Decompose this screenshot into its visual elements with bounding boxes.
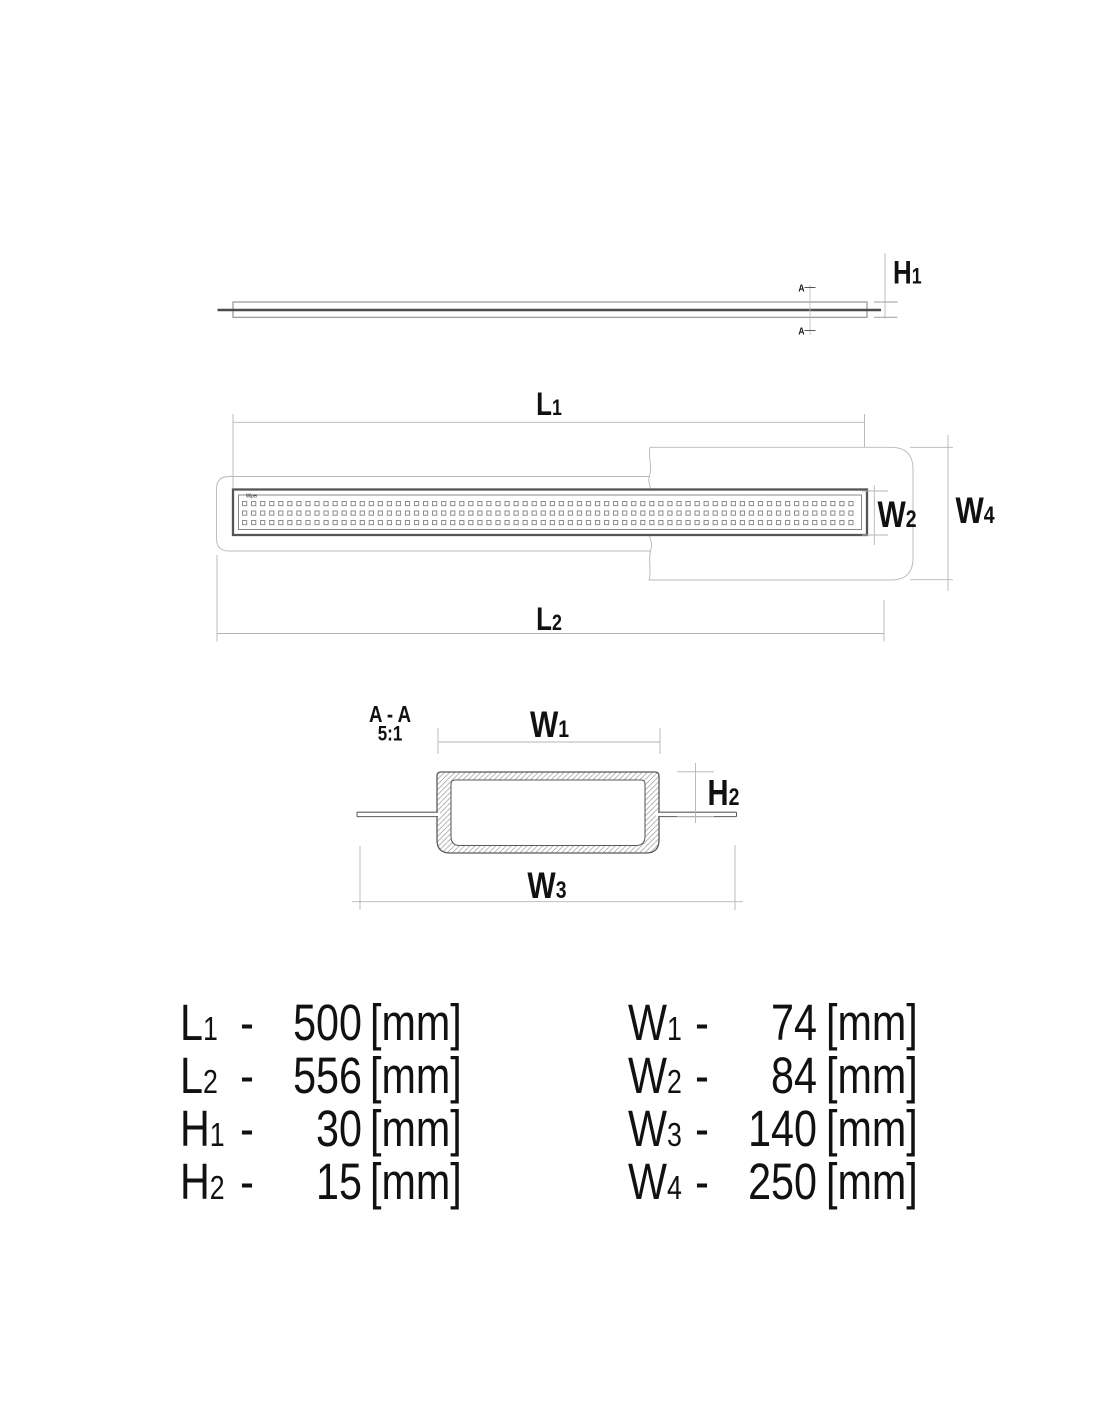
section-scale: 5:1 [378,723,403,746]
side-view [217,253,898,335]
w3-label: W3 [527,866,566,907]
l1-label: L1 [536,388,562,423]
section-marker-bottom-label: A [798,326,804,338]
table-row-l1: L1-500[mm] [180,994,462,1051]
w2-label: W2 [877,495,916,536]
section-inner-outline [450,779,646,847]
table-row-w2: W2-84[mm] [628,1047,918,1104]
section-title: A - A [369,702,411,727]
table-row-h1: H1-30[mm] [180,1100,462,1157]
h1-label: H1 [893,256,922,291]
table-row-w3: W3-140[mm] [628,1100,918,1157]
table-row-w4: W4-250[mm] [628,1153,918,1210]
h2-label: H2 [708,772,740,813]
wing-right-fill [656,812,737,817]
logo-text: Wiper [246,493,258,500]
flange-band-outline [216,476,652,552]
table-row-w1: W1-74[mm] [628,994,918,1051]
table-row-h2: H2-15[mm] [180,1153,462,1210]
table-row-l2: L2-556[mm] [180,1047,462,1104]
w1-label: W1 [530,705,569,746]
section-marker-top-label: A [798,283,804,295]
top-view [216,414,953,642]
dimension-table: L1-500[mm] L2-556[mm] H1-30[mm] H2-15[mm… [180,994,918,1210]
w4-label: W4 [955,491,995,532]
section-outer-outline [436,771,660,854]
grate-perforations [242,501,854,528]
section-view [352,728,743,910]
wing-left-fill [357,812,440,817]
l2-label: L2 [536,603,562,638]
